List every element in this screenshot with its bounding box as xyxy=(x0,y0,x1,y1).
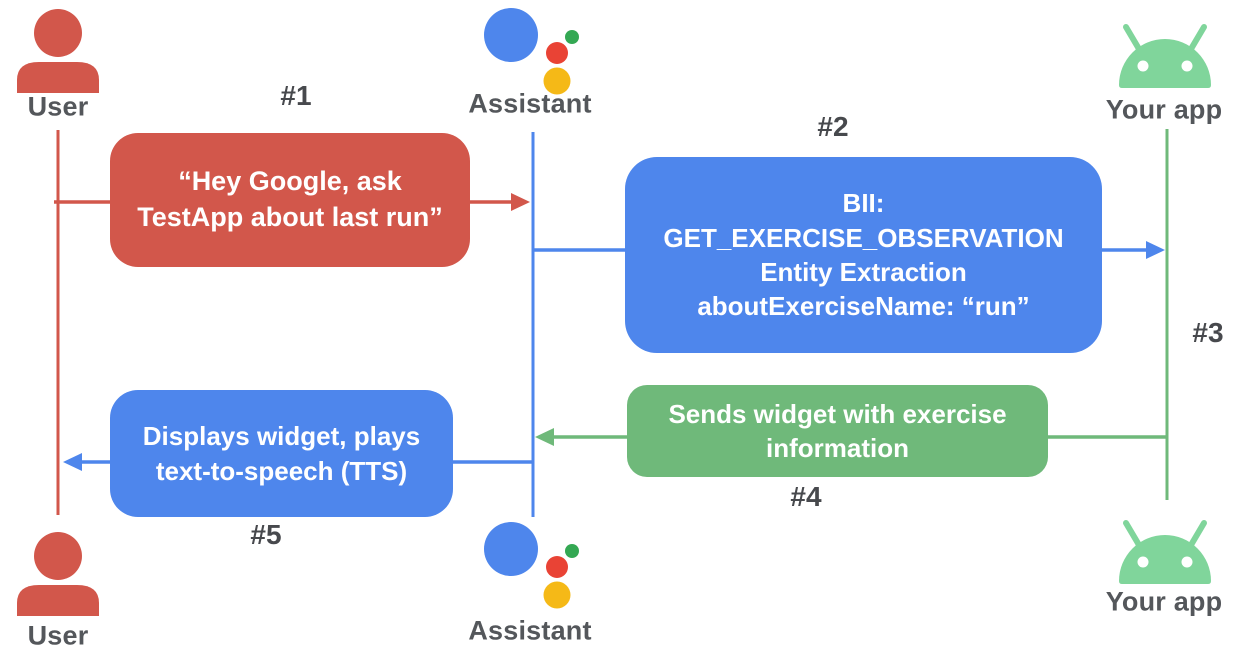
android-icon-top xyxy=(1119,24,1211,88)
actor-label-assistant-top: Assistant xyxy=(468,88,592,119)
arrowhead-left-icon xyxy=(535,428,554,446)
arrowhead-right-icon xyxy=(511,193,530,211)
message-box-step4: Sends widget with exercise information xyxy=(627,385,1048,477)
android-icon-bottom xyxy=(1119,520,1211,584)
arrowhead-left-icon xyxy=(63,453,82,471)
message-box-step5: Displays widget, plays text-to-speech (T… xyxy=(110,390,453,517)
actor-label-user-bottom: User xyxy=(27,620,89,651)
actor-label-user-top: User xyxy=(27,91,89,122)
step-label-3: #3 xyxy=(1192,317,1224,348)
step-label-2: #2 xyxy=(817,111,849,142)
user-icon-top xyxy=(17,9,99,93)
assistant-icon-bottom xyxy=(484,522,579,609)
user-icon-bottom xyxy=(17,532,99,616)
actor-label-assistant-bottom: Assistant xyxy=(468,615,592,646)
actor-label-app-top: Your app xyxy=(1105,94,1223,125)
step-label-4: #4 xyxy=(790,481,822,512)
arrowhead-right-icon xyxy=(1146,241,1165,259)
actor-label-app-bottom: Your app xyxy=(1105,586,1223,617)
assistant-icon-top xyxy=(484,8,579,95)
step-label-5: #5 xyxy=(250,519,282,550)
message-box-step2: BII: GET_EXERCISE_OBSERVATION Entity Ext… xyxy=(625,157,1102,353)
step-label-1: #1 xyxy=(280,80,312,111)
message-box-step1: “Hey Google, ask TestApp about last run” xyxy=(110,133,470,267)
